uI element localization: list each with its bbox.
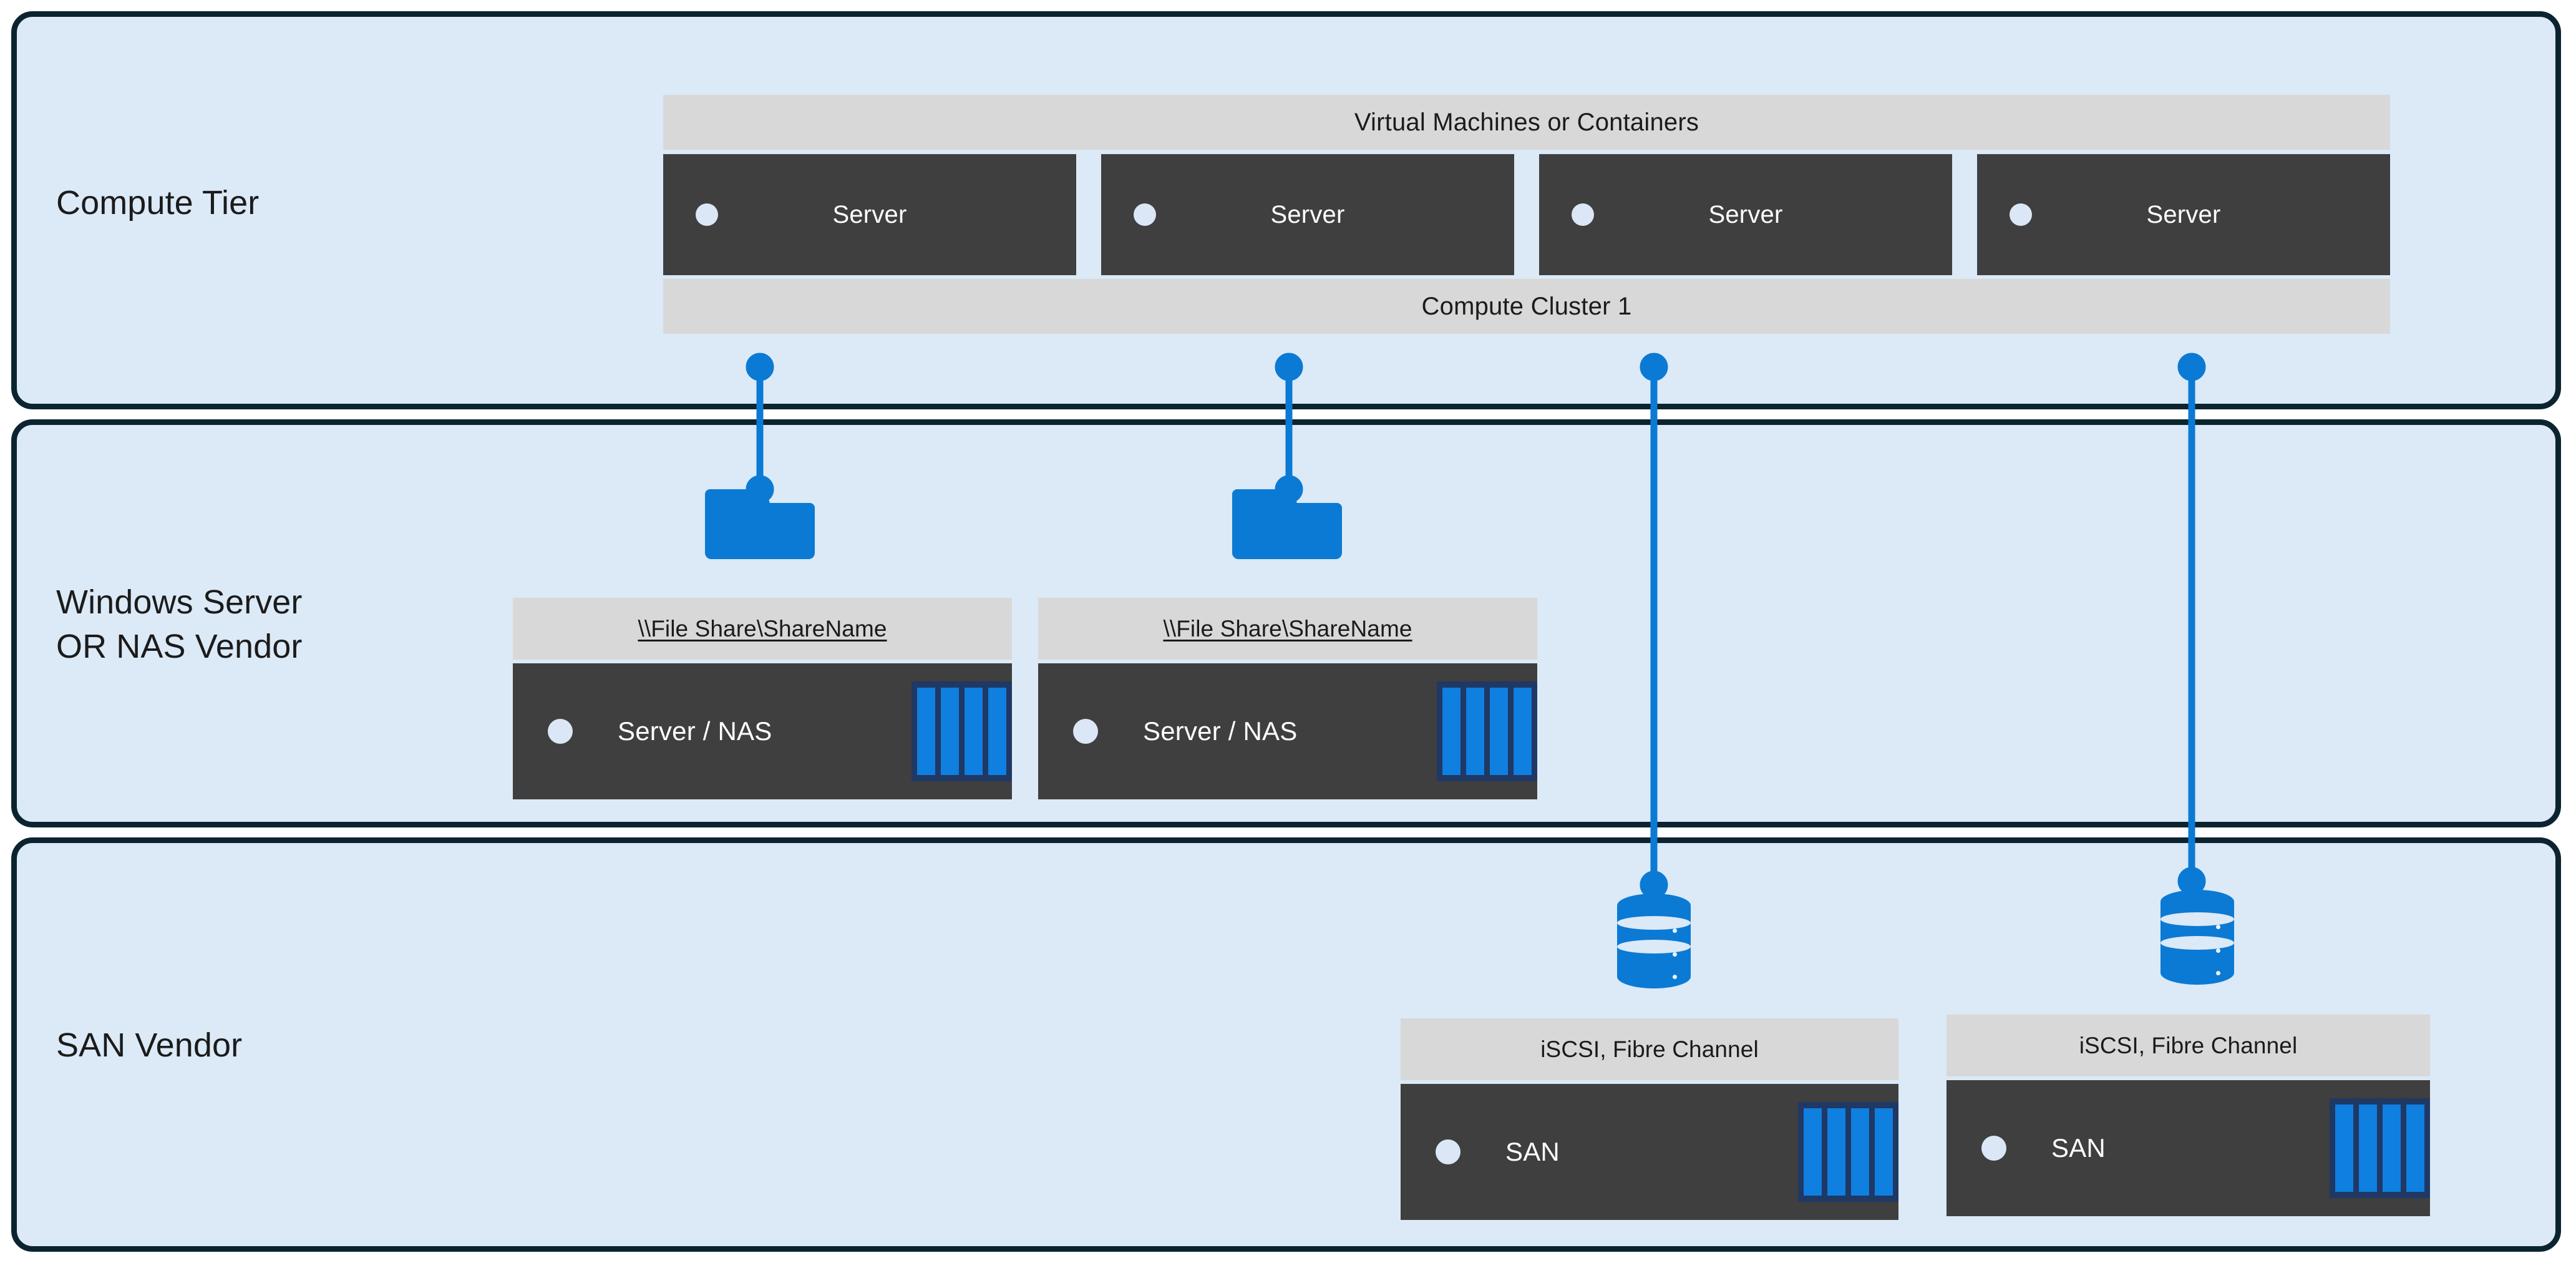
san-node-body: SAN [1947, 1080, 2430, 1216]
folder-body [705, 503, 815, 559]
status-led-icon [2010, 203, 2032, 226]
db-indicator-dot [1673, 952, 1677, 957]
db-bottom-disc [1617, 965, 1691, 988]
compute-server-node[interactable]: Server [1101, 154, 1514, 275]
status-led-icon [1134, 203, 1156, 226]
status-led-icon [1981, 1136, 2006, 1161]
nas-share-caption: \\File Share\ShareName [513, 598, 1012, 660]
db-indicator-dot [2216, 971, 2220, 975]
db-separator [1617, 940, 1691, 953]
nas-node-body: Server / NAS [1038, 663, 1537, 799]
compute-cluster-footer: Compute Cluster 1 [663, 279, 2390, 334]
compute-server-node[interactable]: Server [1977, 154, 2390, 275]
disk-array-icon [1437, 681, 1537, 781]
db-separator [2160, 936, 2234, 950]
san-protocol-caption: iSCSI, Fibre Channel [1401, 1018, 1898, 1080]
db-separator [1617, 916, 1691, 930]
san-node[interactable]: iSCSI, Fibre Channel SAN [1947, 1015, 2430, 1216]
nas-node[interactable]: \\File Share\ShareName Server / NAS [513, 598, 1012, 799]
db-indicator-dot [1673, 929, 1677, 933]
status-led-icon [1073, 719, 1098, 744]
compute-server-label: Server [832, 200, 907, 228]
db-top-disc [1617, 894, 1691, 917]
compute-server-row: Server Server Server Server [663, 154, 2390, 275]
compute-server-label: Server [1708, 200, 1783, 228]
nas-node-label: Server / NAS [618, 716, 772, 746]
status-led-icon [548, 719, 573, 744]
san-node-label: SAN [1505, 1137, 1560, 1166]
database-cylinder-icon [2160, 890, 2234, 985]
status-led-icon [1436, 1139, 1461, 1164]
db-indicator-dot [2216, 925, 2220, 929]
tier-label-compute: Compute Tier [56, 184, 260, 222]
disk-array-icon [2330, 1098, 2430, 1198]
nas-share-caption: \\File Share\ShareName [1038, 598, 1537, 660]
disk-array-icon [1798, 1102, 1898, 1202]
compute-server-label: Server [2146, 200, 2221, 228]
tier-label-san: SAN Vendor [56, 1026, 243, 1064]
db-top-disc [2160, 890, 2234, 914]
db-separator [2160, 912, 2234, 926]
compute-cluster-group: Virtual Machines or Containers Server Se… [663, 95, 2390, 334]
compute-cluster-header: Virtual Machines or Containers [663, 95, 2390, 150]
database-cylinder-icon [1617, 894, 1691, 988]
nas-node-label: Server / NAS [1143, 716, 1298, 746]
nas-node[interactable]: \\File Share\ShareName Server / NAS [1038, 598, 1537, 799]
nas-node-body: Server / NAS [513, 663, 1012, 799]
san-node-body: SAN [1401, 1084, 1898, 1220]
compute-server-node[interactable]: Server [1539, 154, 1952, 275]
db-indicator-dot [1673, 975, 1677, 979]
status-led-icon [1572, 203, 1594, 226]
san-node-label: SAN [2051, 1133, 2106, 1163]
compute-server-node[interactable]: Server [663, 154, 1076, 275]
tier-label-nas: Windows Server OR NAS Vendor [56, 583, 303, 666]
disk-array-icon [911, 681, 1012, 781]
db-indicator-dot [2216, 948, 2220, 953]
san-node[interactable]: iSCSI, Fibre Channel SAN [1401, 1018, 1898, 1220]
folder-body [1232, 503, 1342, 559]
compute-server-label: Server [1270, 200, 1345, 228]
db-bottom-disc [2160, 961, 2234, 985]
status-led-icon [696, 203, 718, 226]
san-protocol-caption: iSCSI, Fibre Channel [1947, 1015, 2430, 1076]
